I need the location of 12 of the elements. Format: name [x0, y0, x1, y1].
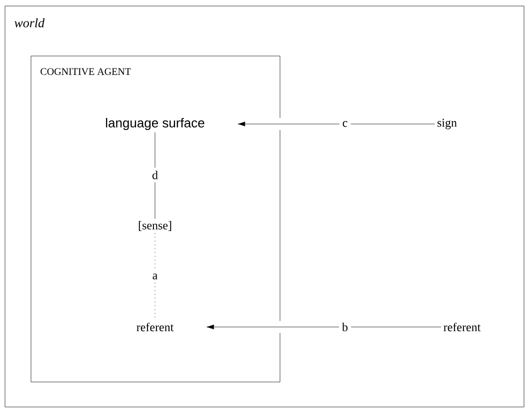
node-text: language surface [106, 118, 204, 130]
arrow [238, 122, 435, 126]
edge-label: b [339, 320, 351, 334]
edge-label: c [339, 118, 351, 130]
connector-line [154, 132, 156, 220]
node-text: referent [444, 322, 481, 332]
node-text: referent [136, 322, 174, 332]
edge-label: d [149, 168, 161, 182]
node-text: [sense] [138, 221, 172, 231]
node-text: sign [437, 118, 457, 130]
arrow [206, 324, 442, 330]
edge-label: a [149, 270, 161, 282]
